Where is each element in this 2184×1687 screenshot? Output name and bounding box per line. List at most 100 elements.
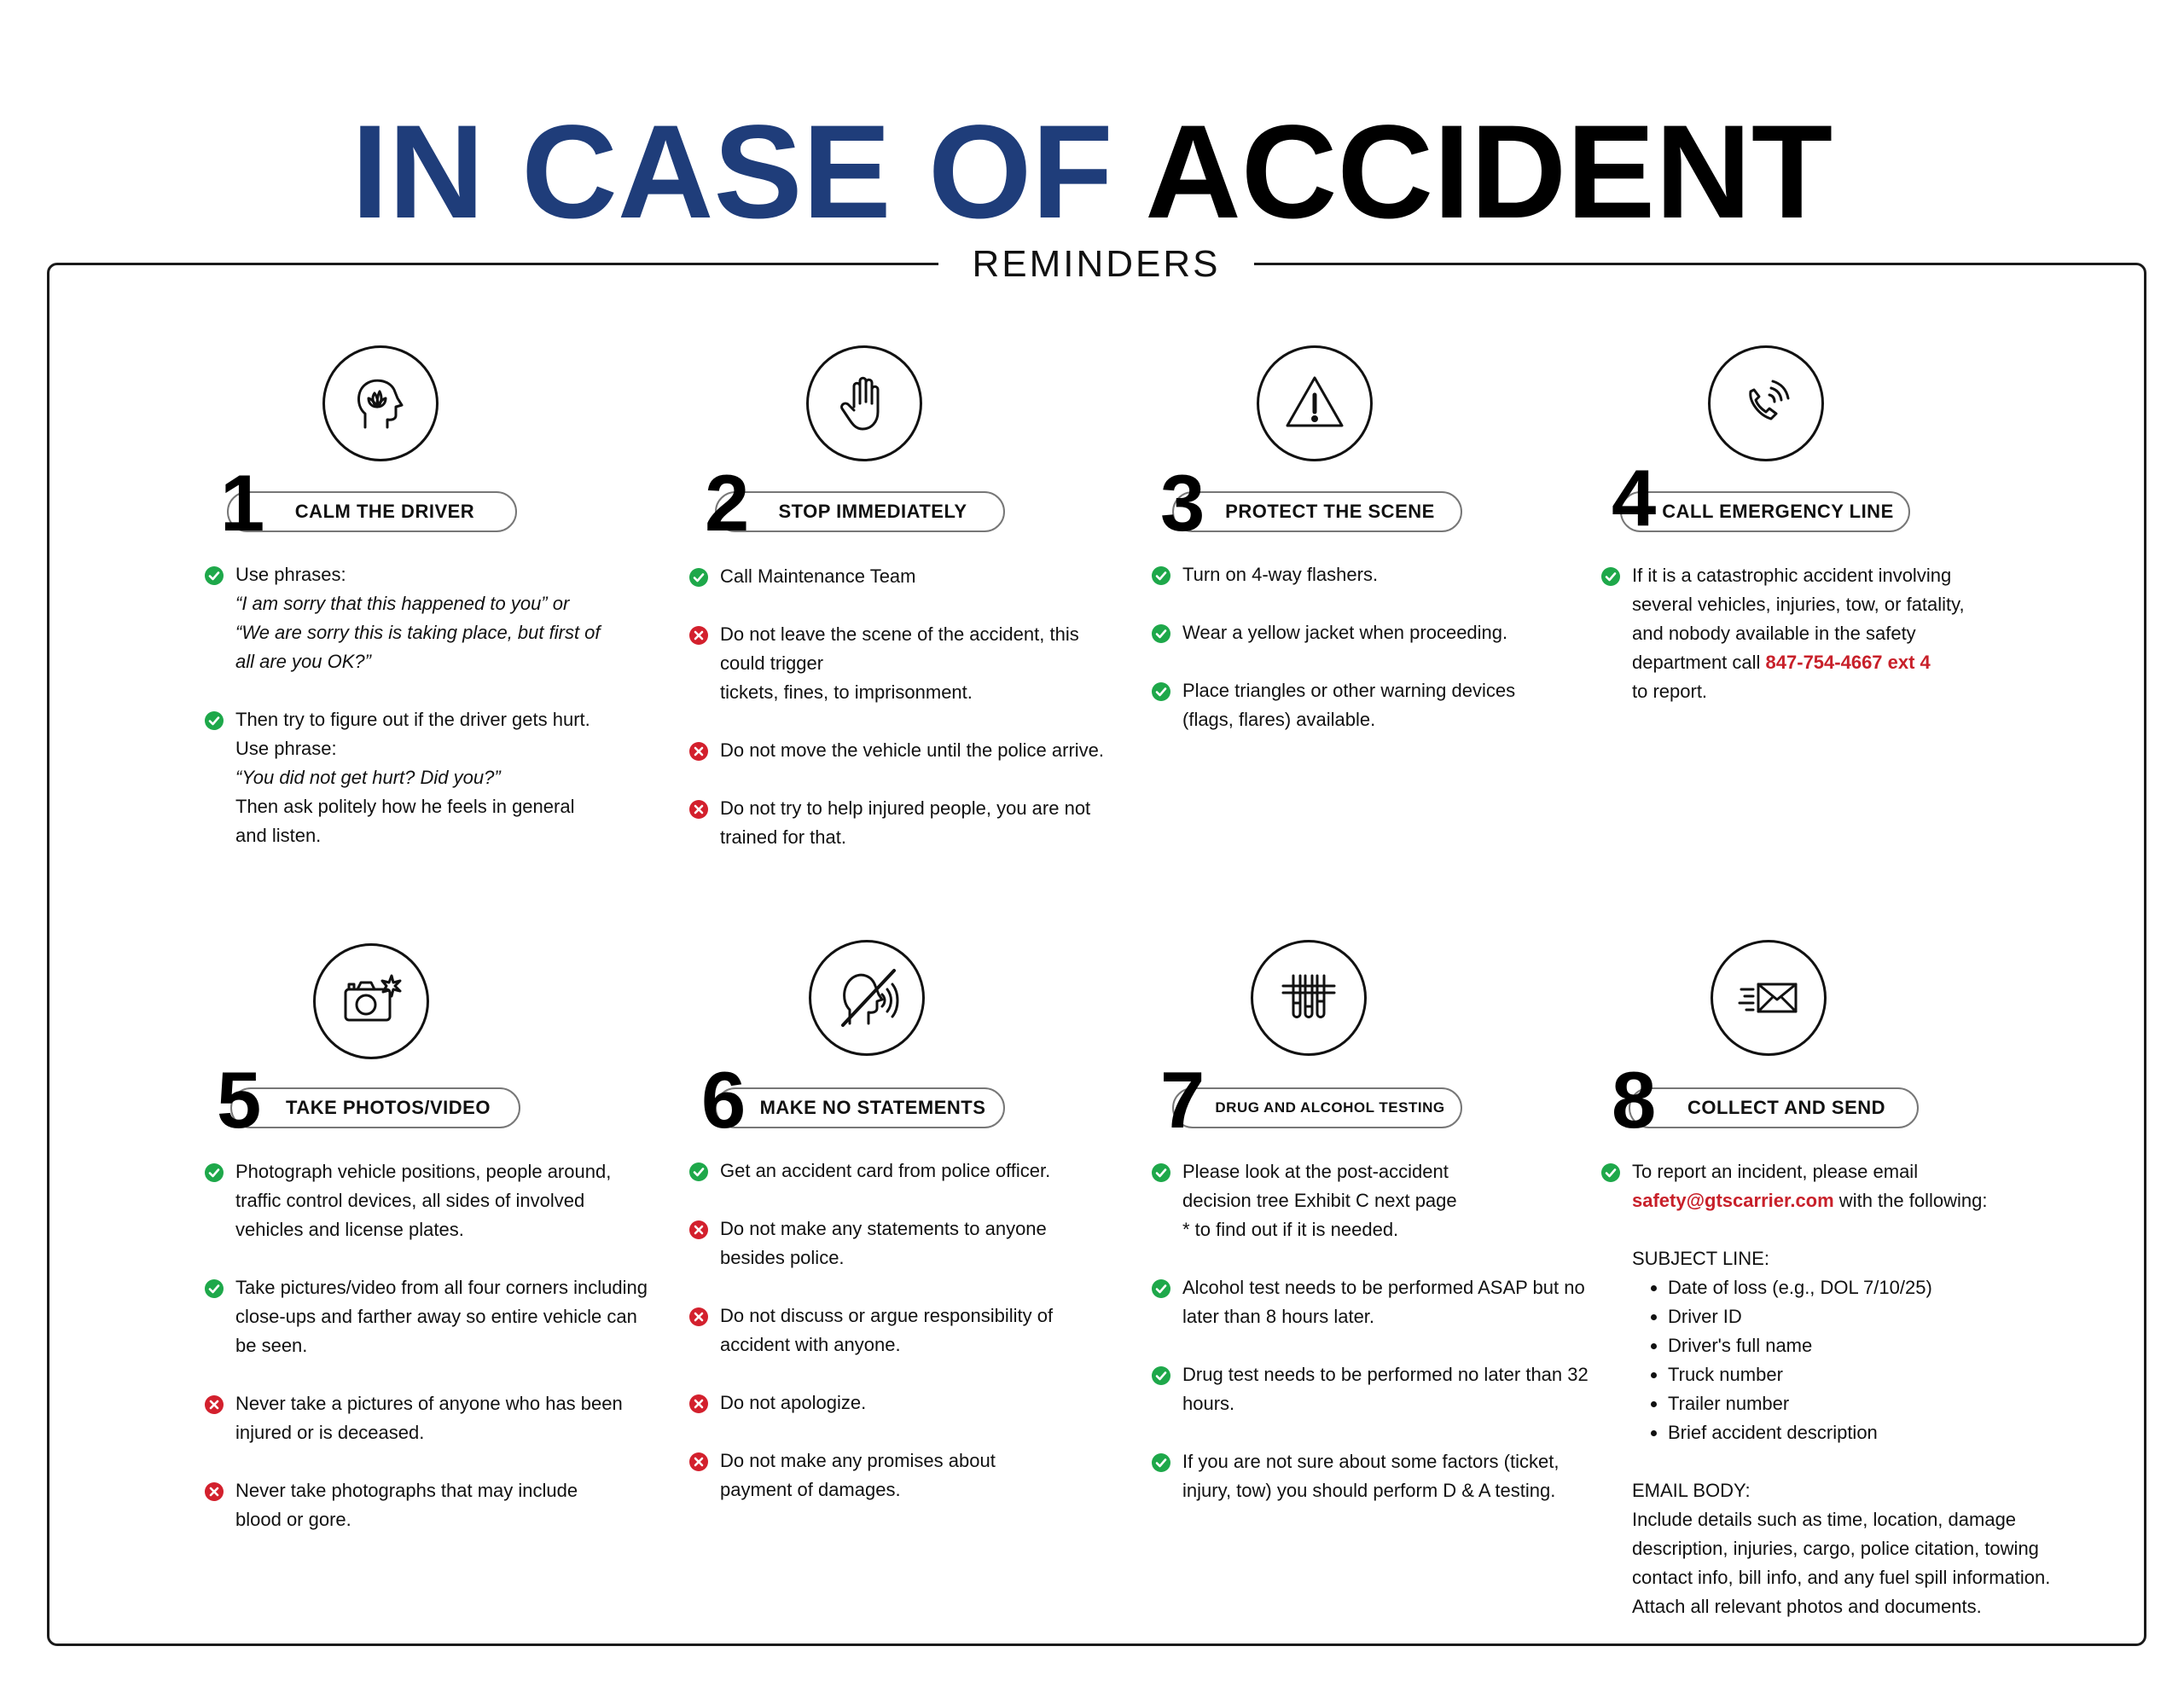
item-text-line: EMAIL BODY: [1632,1476,2045,1505]
section-5-icon-circle [313,943,429,1059]
item-text: Place triangles or other warning devices [1182,680,1516,701]
item-text-line: “We are sorry this is taking place, but … [235,618,648,647]
section-4-number: 4 [1612,453,1657,542]
item-text: contact info, bill info, and any fuel sp… [1632,1567,2051,1588]
item-text-line: Use phrases: [235,560,648,589]
item-text: Then try to figure out if the driver get… [235,709,590,730]
item-text: Attach all relevant photos and documents… [1632,1596,1982,1617]
item-text: Never take photographs that may include [235,1480,578,1501]
item-text: Take pictures/video from all four corner… [235,1277,648,1298]
spacer [1632,1447,2045,1476]
item-text: injured or is deceased. [235,1422,425,1443]
list-item: Do not discuss or argue responsibility o… [689,1301,1133,1359]
section-6-number: 6 [701,1055,746,1145]
item-text: If you are not sure about some factors (… [1182,1451,1560,1472]
item-text: Photograph vehicle positions, people aro… [235,1161,612,1182]
section-4-icon-circle [1708,345,1824,461]
item-text: “I am sorry that this happened to you” o… [235,593,570,614]
section-8-icon-circle [1711,940,1827,1056]
cross-icon [205,1482,224,1501]
subject-line-item: Brief accident description [1668,1418,2045,1447]
item-text-line: trained for that. [720,823,1133,852]
section-4-heading: CALL EMERGENCY LINE [1620,491,1910,532]
list-item: If you are not sure about some factors (… [1152,1447,1595,1505]
check-icon [1152,1366,1170,1385]
highlight-contact: safety@gtscarrier.com [1632,1190,1834,1211]
section-5-heading: TAKE PHOTOS/VIDEO [230,1087,520,1128]
item-text-line: Then ask politely how he feels in genera… [235,792,648,821]
item-text: be seen. [235,1335,308,1356]
list-item: Call Maintenance Team [689,562,1133,591]
item-text: decision tree Exhibit C next page [1182,1190,1457,1211]
section-2-icon-circle [806,345,922,461]
item-text: several vehicles, injuries, tow, or fata… [1632,594,1965,615]
item-text: Get an accident card from police officer… [720,1160,1051,1181]
section-3-items: Turn on 4-way flashers. Wear a yellow jac… [1152,560,1595,763]
item-text-line: To report an incident, please email [1632,1157,2045,1186]
item-text-line: Do not apologize. [720,1388,1133,1417]
item-text: Do not move the vehicle until the police… [720,739,1105,761]
cross-icon [689,742,708,761]
cross-icon [689,626,708,645]
subject-line-item: Truck number [1668,1360,2045,1389]
list-item: Then try to figure out if the driver get… [205,705,648,850]
item-text: accident with anyone. [720,1334,901,1355]
item-text-line: Turn on 4-way flashers. [1182,560,1595,589]
item-text: vehicles and license plates. [235,1219,464,1240]
item-text-line: tickets, fines, to imprisonment. [720,678,1133,707]
item-text-line: SUBJECT LINE: [1632,1244,2045,1273]
item-text-line: accident with anyone. [720,1330,1133,1359]
item-text: Do not try to help injured people, you a… [720,797,1091,819]
check-icon [689,568,708,587]
section-6-items: Get an accident card from police officer… [689,1157,1133,1533]
item-text-line: Alcohol test needs to be performed ASAP … [1182,1273,1595,1302]
item-text-line: injured or is deceased. [235,1418,648,1447]
list-item: Drug test needs to be performed no later… [1152,1360,1595,1418]
item-text-line: and listen. [235,821,648,850]
item-text-line: (flags, flares) available. [1182,705,1595,734]
item-text-line: “I am sorry that this happened to you” o… [235,589,648,618]
item-text-line: * to find out if it is needed. [1182,1215,1595,1244]
item-text-line: Then try to figure out if the driver get… [235,705,648,734]
item-text: blood or gore. [235,1509,351,1530]
item-text-line: Do not make any statements to anyone [720,1215,1133,1244]
item-text: close-ups and farther away so entire veh… [235,1306,637,1327]
item-text-line: safety@gtscarrier.com with the following… [1632,1186,2045,1215]
section-7-icon-circle [1251,940,1367,1056]
item-text: trained for that. [720,826,846,848]
item-text-line: several vehicles, injuries, tow, or fata… [1632,590,2045,619]
no-speaking-icon [841,969,899,1027]
item-text-line: close-ups and farther away so entire veh… [235,1302,648,1331]
cross-icon [689,1394,708,1413]
list-item: Do not try to help injured people, you a… [689,794,1133,852]
item-text-line: traffic control devices, all sides of in… [235,1186,648,1215]
item-text-line: blood or gore. [235,1505,648,1534]
item-text-line: contact info, bill info, and any fuel sp… [1632,1563,2050,1592]
item-text: Include details such as time, location, … [1632,1509,2017,1530]
spacer [1632,1215,2045,1244]
list-item: Wear a yellow jacket when proceeding. [1152,618,1595,647]
item-text: “We are sorry this is taking place, but … [235,622,601,643]
item-text: Drug test needs to be performed no later… [1182,1364,1589,1385]
check-icon [1152,1279,1170,1298]
camera-icon [344,974,402,1022]
item-text: * to find out if it is needed. [1182,1219,1399,1240]
item-text: Please look at the post-accident [1182,1161,1449,1182]
item-text: with the following: [1833,1190,1988,1211]
section-8-number: 8 [1612,1055,1657,1145]
list-item: Do not leave the scene of the accident, … [689,620,1133,707]
section-8-heading: COLLECT AND SEND [1629,1087,1919,1128]
check-icon [1152,566,1170,585]
section-1: CALM THE DRIVER 1 Use phrases:“I am sorr… [205,345,648,942]
item-text-line: Please look at the post-accident [1182,1157,1595,1186]
item-text: and nobody available in the safety [1632,623,1916,644]
item-text-line: Never take photographs that may include [235,1476,648,1505]
item-text: Use phrase: [235,738,337,759]
item-text-line: If you are not sure about some factors (… [1182,1447,1595,1476]
list-item: Please look at the post-accident decision… [1152,1157,1595,1244]
item-text-line: all are you OK?” [235,647,648,676]
check-icon [689,1162,708,1181]
section-8: COLLECT AND SEND 8 To report an incident… [1601,940,2050,1617]
item-text-line: Photograph vehicle positions, people aro… [235,1157,648,1186]
item-text: hours. [1182,1393,1235,1414]
